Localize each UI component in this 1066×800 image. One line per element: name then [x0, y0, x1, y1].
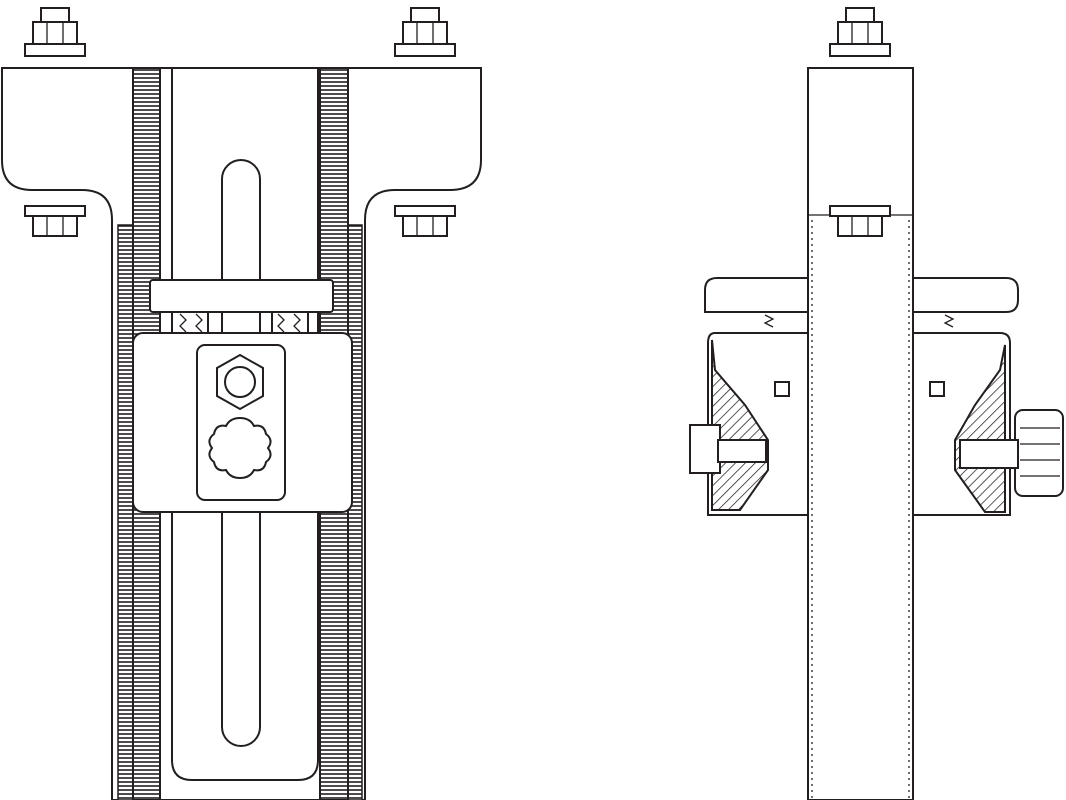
vertical-bar — [807, 67, 914, 800]
star-knob-icon — [208, 416, 272, 480]
inner-channel — [171, 68, 319, 781]
section-right — [954, 344, 1006, 513]
outer-knurl-left — [117, 224, 134, 800]
side-view — [689, 7, 1064, 800]
section-left — [711, 339, 769, 511]
clamp-bar — [149, 279, 334, 313]
hex-nut-icon — [216, 353, 264, 411]
front-view — [1, 7, 482, 800]
screw-left — [689, 424, 721, 474]
knurled-knob-right — [1014, 409, 1064, 497]
outer-knurl-right — [347, 224, 363, 800]
